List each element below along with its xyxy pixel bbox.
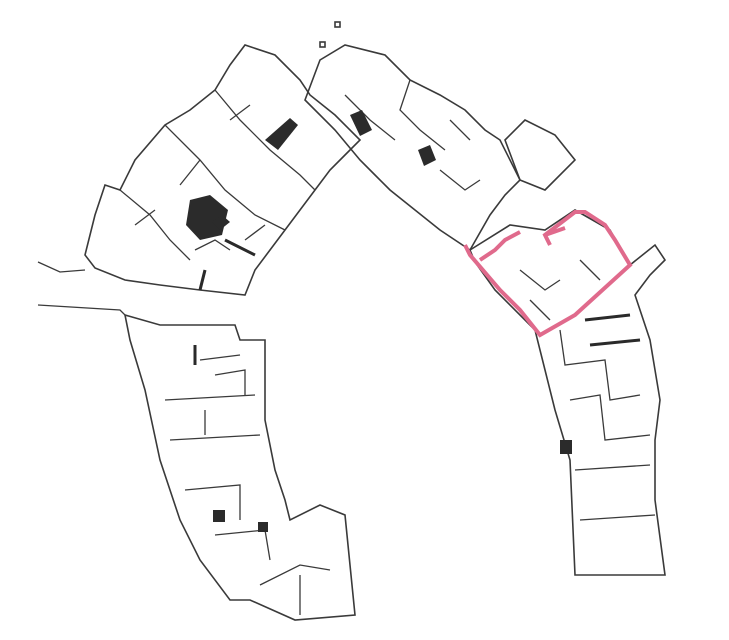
solid-block (265, 118, 298, 150)
solid-block (560, 440, 572, 454)
solid-block (186, 195, 228, 240)
solid-block (213, 510, 225, 522)
path-line-south-west (37, 304, 126, 316)
highlighted-walls (463, 210, 633, 338)
building-southwest (123, 313, 356, 621)
building-north (304, 21, 521, 252)
building-east (469, 209, 667, 576)
solid-block (258, 522, 268, 532)
building-annex (504, 119, 577, 191)
building-northwest (84, 44, 362, 296)
solid-block (418, 145, 436, 166)
path-line-west (37, 261, 86, 273)
solid-block (350, 110, 372, 136)
